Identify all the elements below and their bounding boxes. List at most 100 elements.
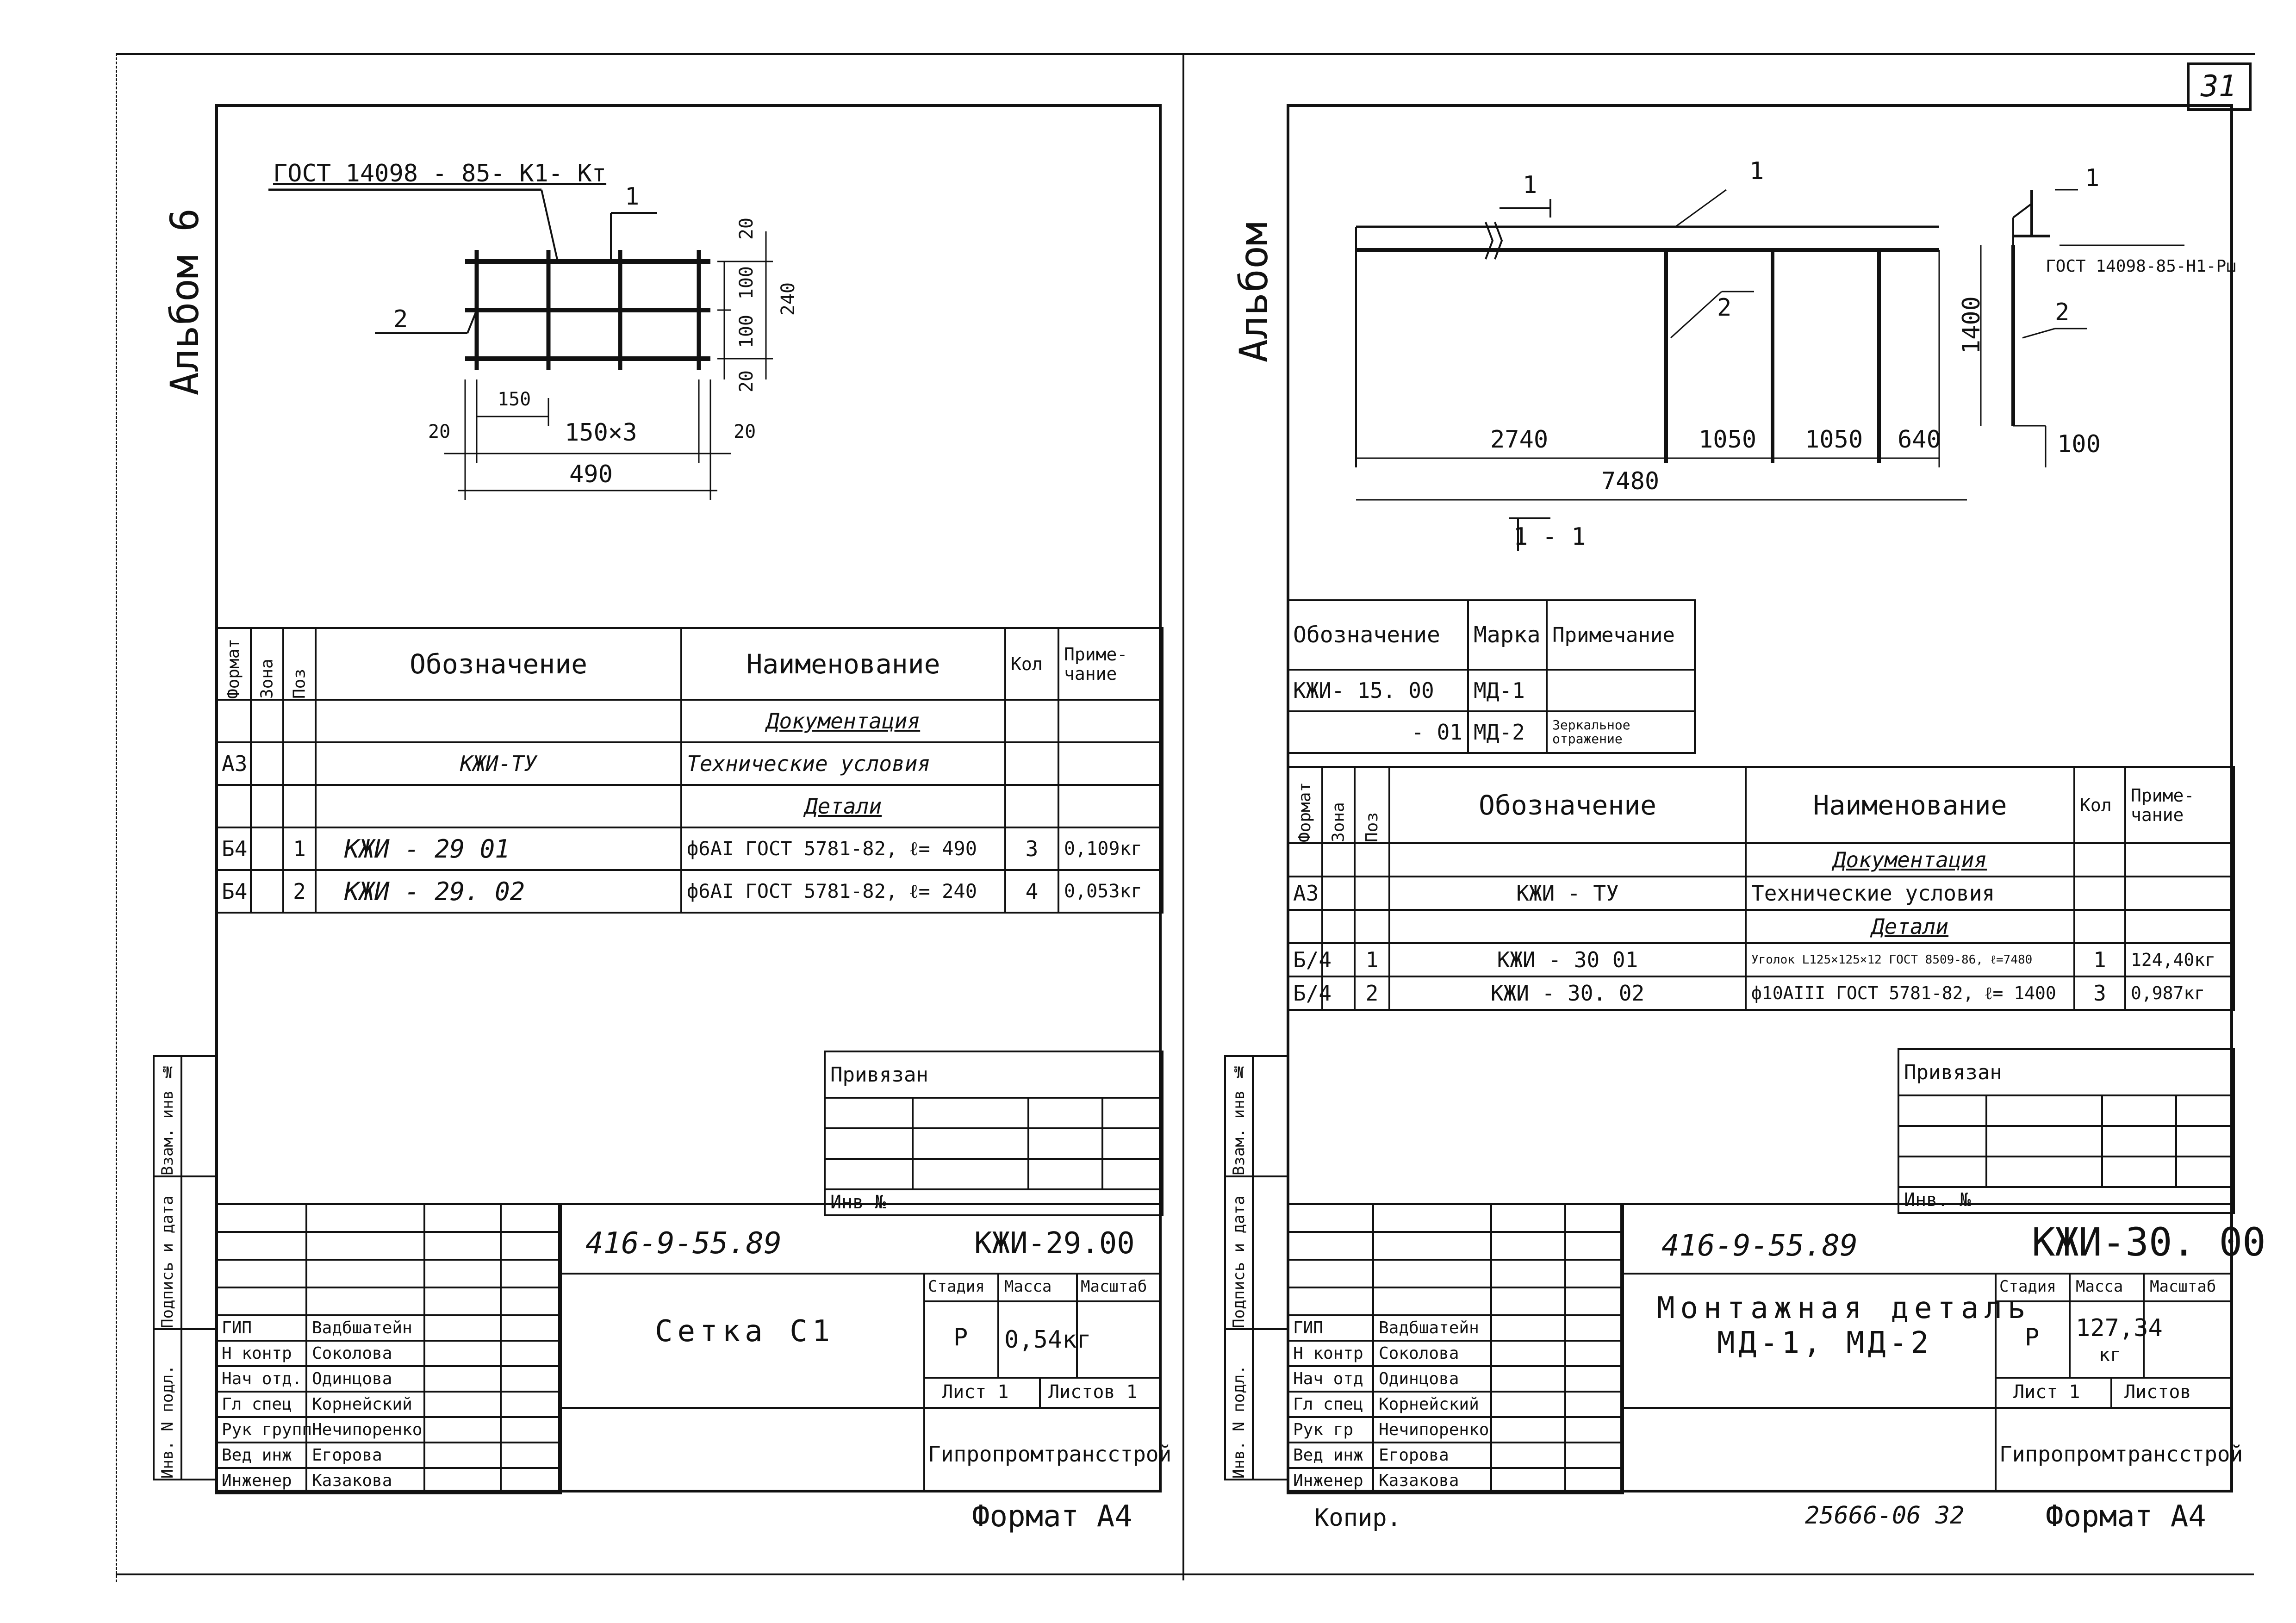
right-main-title-frame [1620, 1203, 2235, 1490]
drawing-title-line2: МД-1, МД-2 [1717, 1326, 1933, 1360]
sheets-label: Листов 1 [1048, 1381, 1138, 1403]
divider [923, 1377, 1162, 1379]
table-row: Документация [1287, 842, 2235, 877]
spec-header-row: Формат Зона Поз Обозначение Наименование… [1288, 766, 2235, 844]
dim-240: 240 [778, 282, 799, 316]
dim-150x3: 150×3 [565, 419, 637, 447]
dim-490: 490 [569, 460, 613, 488]
center-fold-line [1182, 53, 1184, 1580]
stage-label: Стадия [928, 1277, 985, 1296]
divider [1995, 1300, 2233, 1302]
table-row: А3 КЖИ-ТУ Технические условия [215, 741, 1164, 786]
right-album-label: Альбом [1231, 222, 1276, 363]
dim-1050-a: 1050 [1699, 426, 1757, 454]
mass-label: Масса [2076, 1277, 2123, 1296]
scale-label: Масштаб [2150, 1277, 2216, 1296]
col-name: Наименование [680, 627, 1006, 701]
divider [558, 1273, 1162, 1275]
left-format-label: Формат А4 [972, 1499, 1132, 1534]
right-side-strip: Взам. инв № Подпись и дата Инв. N подл. [1224, 1055, 1288, 1480]
right-privyazan-block: Привязан Инв. № [1897, 1048, 2235, 1214]
left-privyazan-block: Привязан Инв № [823, 1051, 1164, 1216]
col-format: Формат [216, 628, 251, 700]
divider [2143, 1273, 2145, 1377]
stage-value: Р [2025, 1324, 2040, 1351]
table-row: - 01 МД-2 Зеркальное отражение [1287, 710, 1696, 754]
doc-code: КЖИ-30. 00 [2032, 1219, 2266, 1265]
stage-value: Р [953, 1324, 968, 1351]
page-number-box [2187, 62, 2252, 111]
left-gost-label: ГОСТ 14098 - 85- К1- Кт [273, 160, 607, 187]
left-spec-table: Формат Зона Поз Обозначение Наименование… [215, 627, 1164, 914]
mass-value: 0,54кг [1004, 1326, 1091, 1354]
copied-by-label: Копир. [1314, 1504, 1401, 1532]
left-mesh-drawing [268, 188, 773, 500]
divider [1076, 1273, 1078, 1377]
left-album-label: Альбом 6 [162, 208, 207, 396]
sheets-label: Листов [2124, 1381, 2191, 1403]
divider [997, 1273, 999, 1377]
organization: Гипропромтрансстрой [1999, 1442, 2243, 1467]
bottom-stamp: 25666-06 32 [1805, 1502, 1965, 1530]
divider [1620, 1273, 2233, 1275]
table-row: Детали [215, 784, 1164, 828]
doc-code: КЖИ-29.00 [974, 1226, 1135, 1261]
table-row: Детали [1287, 909, 2235, 944]
right-gost-label: ГОСТ 14098-85-Н1-Рш [2046, 257, 2236, 276]
divider [558, 1407, 1162, 1409]
mass-value: 127,34 [2076, 1314, 2163, 1342]
divider [923, 1273, 925, 1490]
inv-no-label: Инв № [823, 1188, 1164, 1216]
dim-100-a: 100 [736, 266, 757, 300]
table-row: Документация [215, 699, 1164, 743]
section-mark: 1 - 1 [1513, 523, 1586, 551]
sheet-label: Лист 1 [2013, 1381, 2080, 1403]
divider [1620, 1407, 2233, 1409]
dim-1400: 1400 [1958, 296, 1985, 354]
right-pos2-b: 2 [2055, 298, 2070, 326]
left-pos2: 2 [393, 305, 408, 333]
page-number: 31 [2201, 69, 2237, 104]
left-side-strip: Взам. инв № Подпись и дата Инв. N подл. [153, 1055, 217, 1480]
sheet-label: Лист 1 [942, 1381, 1009, 1403]
organization: Гипропромтрансстрой [928, 1442, 1172, 1467]
dim-20-right: 20 [734, 421, 756, 442]
table-row: КЖИ- 15. 00 МД-1 [1287, 669, 1696, 712]
divider [2110, 1377, 2112, 1407]
right-pos2-a: 2 [1717, 294, 1732, 322]
col-designation: Обозначение [315, 627, 682, 701]
scale-label: Масштаб [1081, 1277, 1147, 1296]
drawing-title: Сетка С1 [655, 1314, 835, 1349]
dim-2740: 2740 [1490, 426, 1549, 454]
divider [1995, 1273, 1997, 1490]
right-marks-table: Обозначение Марка Примечание КЖИ- 15. 00… [1287, 599, 1696, 754]
divider [923, 1300, 1162, 1302]
drawing-title-line1: Монтажная деталь [1657, 1291, 2031, 1325]
bottom-line [116, 1573, 2254, 1575]
col-zone: Зона [251, 628, 283, 700]
divider [1995, 1377, 2233, 1379]
divider [1039, 1377, 1041, 1407]
right-pos1-b: 1 [1749, 157, 1764, 185]
right-spec-table: Формат Зона Поз Обозначение Наименование… [1287, 766, 2235, 1011]
stage-label: Стадия [1999, 1277, 2056, 1296]
dim-20-bottom: 20 [736, 370, 757, 393]
project-code: 416-9-55.89 [585, 1226, 782, 1261]
right-pos1-c: 1 [2085, 164, 2100, 192]
privyazan-label: Привязан [823, 1051, 1164, 1099]
right-format-label: Формат А4 [2046, 1499, 2206, 1534]
dim-20-left: 20 [428, 421, 451, 442]
right-angle-drawing [1355, 189, 2184, 551]
dim-640: 640 [1898, 426, 1941, 454]
mass-label: Масса [1004, 1277, 1052, 1296]
dim-100: 100 [2057, 430, 2101, 458]
dim-150: 150 [498, 389, 531, 410]
